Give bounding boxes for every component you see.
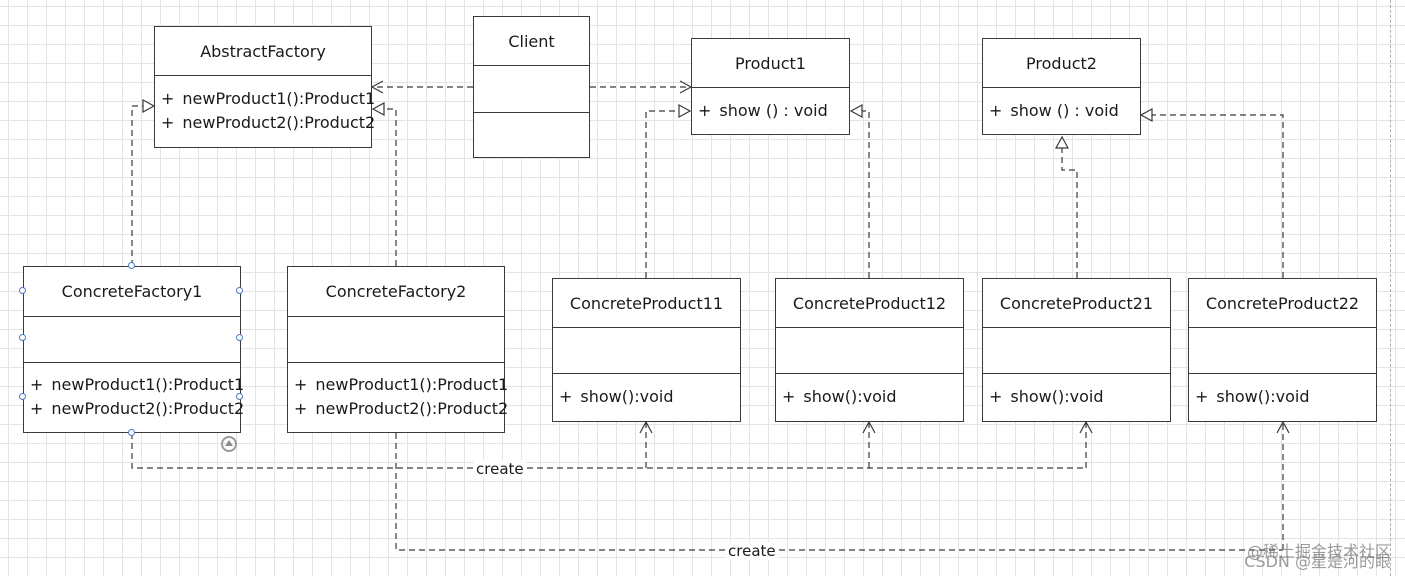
class-name: ConcreteProduct21 <box>983 279 1170 328</box>
method: +show():void <box>1195 387 1310 406</box>
method: +newProduct1():Product1 <box>161 89 376 108</box>
selection-handle-right[interactable] <box>236 393 243 400</box>
method: +show () : void <box>698 100 828 120</box>
method: +newProduct2():Product2 <box>294 399 509 418</box>
method-compartment: +show () : void <box>983 87 1140 134</box>
class-product2[interactable]: Product2 +show () : void <box>982 38 1141 135</box>
method-compartment: +show():void <box>553 373 740 421</box>
method-compartment: +show():void <box>983 373 1170 421</box>
class-concreteproduct12[interactable]: ConcreteProduct12 +show():void <box>775 278 964 422</box>
method: +newProduct1():Product1 <box>294 375 509 394</box>
attribute-compartment <box>983 327 1170 374</box>
class-concretefactory2[interactable]: ConcreteFactory2 +newProduct1():Product1… <box>287 266 509 433</box>
class-concreteproduct21[interactable]: ConcreteProduct21 +show():void <box>982 278 1171 422</box>
class-name: Product2 <box>983 39 1140 88</box>
method-compartment <box>474 112 589 157</box>
class-name: ConcreteProduct22 <box>1189 279 1376 328</box>
selection-handle-top[interactable] <box>128 262 135 269</box>
class-name: ConcreteFactory2 <box>288 267 504 317</box>
edge-factory2-create-bus <box>395 433 1283 551</box>
class-concreteproduct22[interactable]: ConcreteProduct22 +show():void <box>1188 278 1377 422</box>
class-name: AbstractFactory <box>155 27 371 76</box>
edge-factory1-realizes-abstractfactory <box>131 106 154 266</box>
class-client[interactable]: Client <box>473 16 590 158</box>
method: +show () : void <box>989 100 1119 120</box>
watermark-csdn: CSDN @星是河的眼 <box>1244 552 1391 571</box>
edge-product12-realizes-product1 <box>851 111 870 278</box>
collapse-icon[interactable] <box>221 436 237 452</box>
method-compartment: +newProduct1():Product1 +newProduct2():P… <box>24 362 245 432</box>
selection-handle-left[interactable] <box>19 287 26 294</box>
class-name: Product1 <box>692 39 849 88</box>
edge-product21-realizes-product2 <box>1062 137 1078 278</box>
method-compartment: +newProduct1():Product1 +newProduct2():P… <box>155 75 376 147</box>
method: +newProduct2():Product2 <box>161 113 376 132</box>
method: +newProduct1():Product1 <box>30 375 245 394</box>
class-product1[interactable]: Product1 +show () : void <box>691 38 850 135</box>
class-name: ConcreteFactory1 <box>24 267 240 317</box>
method: +show():void <box>782 387 897 406</box>
edge-factory1-create-bus <box>131 433 1086 469</box>
edge-label-create[interactable]: create <box>726 542 778 560</box>
class-concreteproduct11[interactable]: ConcreteProduct11 +show():void <box>552 278 741 422</box>
class-name: Client <box>474 17 589 66</box>
edge-product22-realizes-product2 <box>1141 115 1284 278</box>
method-compartment: +show():void <box>1189 373 1376 421</box>
class-concretefactory1[interactable]: ConcreteFactory1 +newProduct1():Product1… <box>23 266 245 433</box>
selection-handle-right[interactable] <box>236 334 243 341</box>
class-name: ConcreteProduct11 <box>553 279 740 328</box>
attribute-compartment <box>288 316 504 363</box>
attribute-compartment <box>776 327 963 374</box>
method-compartment: +newProduct1():Product1 +newProduct2():P… <box>288 362 509 432</box>
edge-factory2-realizes-abstractfactory <box>373 109 397 266</box>
method: +newProduct2():Product2 <box>30 399 245 418</box>
edge-label-create[interactable]: create <box>474 460 526 478</box>
class-name: ConcreteProduct12 <box>776 279 963 328</box>
attribute-compartment <box>24 316 240 363</box>
selection-handle-bottom[interactable] <box>128 429 135 436</box>
edge-product11-realizes-product1 <box>645 111 690 278</box>
page-boundary-guide <box>1390 0 1391 576</box>
selection-handle-left[interactable] <box>19 393 26 400</box>
selection-handle-right[interactable] <box>236 287 243 294</box>
method: +show():void <box>559 387 674 406</box>
attribute-compartment <box>1189 327 1376 374</box>
class-abstractfactory[interactable]: AbstractFactory +newProduct1():Product1 … <box>154 26 376 148</box>
method-compartment: +show () : void <box>692 87 849 134</box>
method: +show():void <box>989 387 1104 406</box>
watermark-juejin: @稀土掘金技术社区 <box>1246 542 1391 561</box>
attribute-compartment <box>474 65 589 113</box>
selection-handle-left[interactable] <box>19 334 26 341</box>
method-compartment: +show():void <box>776 373 963 421</box>
attribute-compartment <box>553 327 740 374</box>
